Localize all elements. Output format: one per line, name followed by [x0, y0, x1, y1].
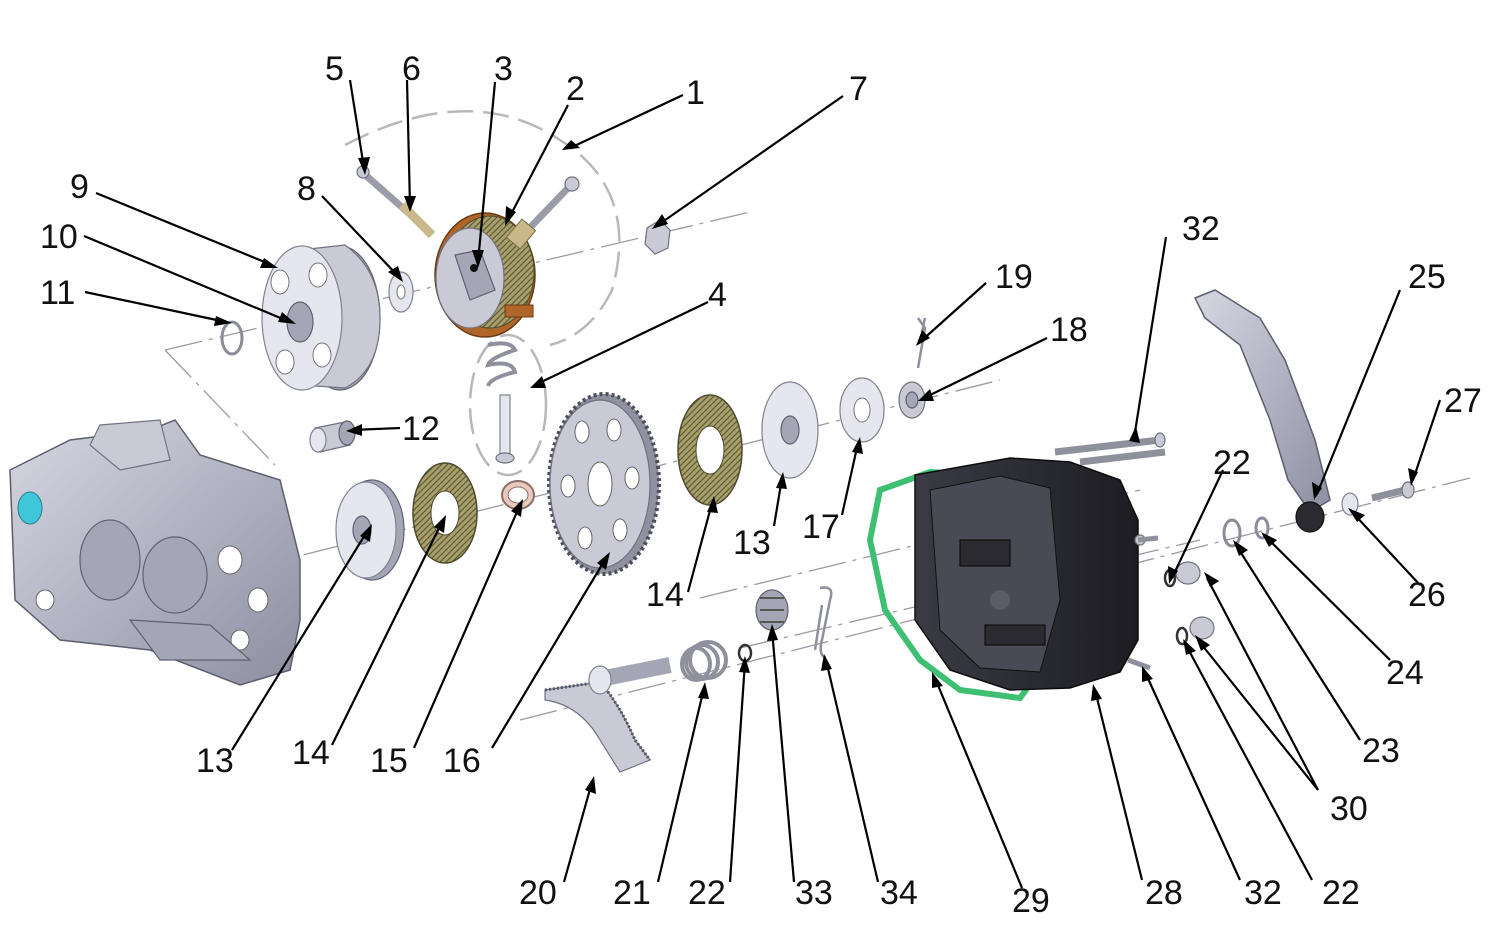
part-label-32-top: 32: [1182, 210, 1220, 248]
part-label-30: 30: [1330, 790, 1368, 828]
part-label-14-left: 14: [292, 734, 330, 772]
washer-17: [839, 377, 885, 443]
part-number-labels: 1 2 3 4 5 6 7 8 9 10 11 12 13 13 14 14 1…: [40, 50, 1482, 920]
washer-24: [1254, 516, 1270, 540]
part-label-25: 25: [1408, 258, 1446, 296]
bushing: [309, 420, 356, 453]
part-label-6: 6: [402, 50, 421, 88]
part-label-19: 19: [995, 258, 1033, 296]
part-label-28: 28: [1145, 874, 1183, 912]
part-label-29: 29: [1012, 882, 1050, 920]
spring-clip: [813, 586, 833, 660]
part-label-34: 34: [880, 874, 918, 912]
washer-23: [1222, 518, 1242, 548]
friction-disc-left: [412, 462, 478, 564]
leader-lines: [83, 79, 1442, 889]
part-label-1: 1: [686, 74, 705, 112]
bushing-ring: [501, 480, 535, 510]
kickstart-shaft: [544, 657, 672, 773]
clutch-shoe-assembly: [434, 212, 536, 338]
part-label-26: 26: [1408, 576, 1446, 614]
arrow-heads: [214, 140, 1418, 794]
part-label-13-right: 13: [733, 524, 771, 562]
part-label-24: 24: [1386, 654, 1424, 692]
part-label-17: 17: [802, 508, 840, 546]
part-label-12: 12: [402, 410, 440, 448]
part-label-18: 18: [1050, 311, 1088, 349]
part-label-20: 20: [519, 874, 557, 912]
part-label-21: 21: [613, 874, 651, 912]
part-label-27: 27: [1444, 382, 1482, 420]
cotter-pin: [916, 317, 927, 369]
callout-outlines: [344, 110, 621, 477]
part-label-3: 3: [494, 50, 513, 88]
part-label-16: 16: [443, 742, 481, 780]
part-label-22-top: 22: [1213, 444, 1251, 482]
part-label-9: 9: [70, 168, 89, 206]
part-label-33: 33: [795, 874, 833, 912]
part-label-23: 23: [1362, 732, 1400, 770]
crankcase-half: [9, 419, 301, 686]
lever-bolt: [1371, 481, 1415, 502]
part-label-22-bottom: 22: [688, 874, 726, 912]
part-label-14-right: 14: [646, 576, 684, 614]
clutch-cover: [914, 457, 1159, 691]
part-label-22-right: 22: [1322, 874, 1360, 912]
part-label-13-left: 13: [196, 742, 234, 780]
part-label-15: 15: [370, 742, 408, 780]
washer-26: [1341, 492, 1359, 516]
kickstart-lever: [1193, 289, 1331, 533]
thrust-washer: [220, 320, 244, 356]
part-label-8: 8: [297, 170, 316, 208]
drain-plugs: [1163, 561, 1215, 646]
pressure-plate-right: [761, 381, 819, 479]
clutch-bell: [261, 244, 381, 391]
part-label-4: 4: [708, 276, 727, 314]
spring-and-pin: [485, 341, 518, 464]
friction-disc-right: [677, 394, 743, 506]
clutch-bolts: [356, 165, 580, 250]
part-label-10: 10: [40, 218, 78, 256]
part-label-5: 5: [325, 50, 344, 88]
part-label-7: 7: [849, 70, 868, 108]
part-label-32-bottom: 32: [1244, 874, 1282, 912]
kickstart-spring: [680, 640, 728, 682]
part-label-11: 11: [40, 274, 75, 312]
part-label-2: 2: [566, 70, 585, 108]
cover-bolts: [1054, 432, 1166, 466]
main-gear: [547, 392, 661, 576]
